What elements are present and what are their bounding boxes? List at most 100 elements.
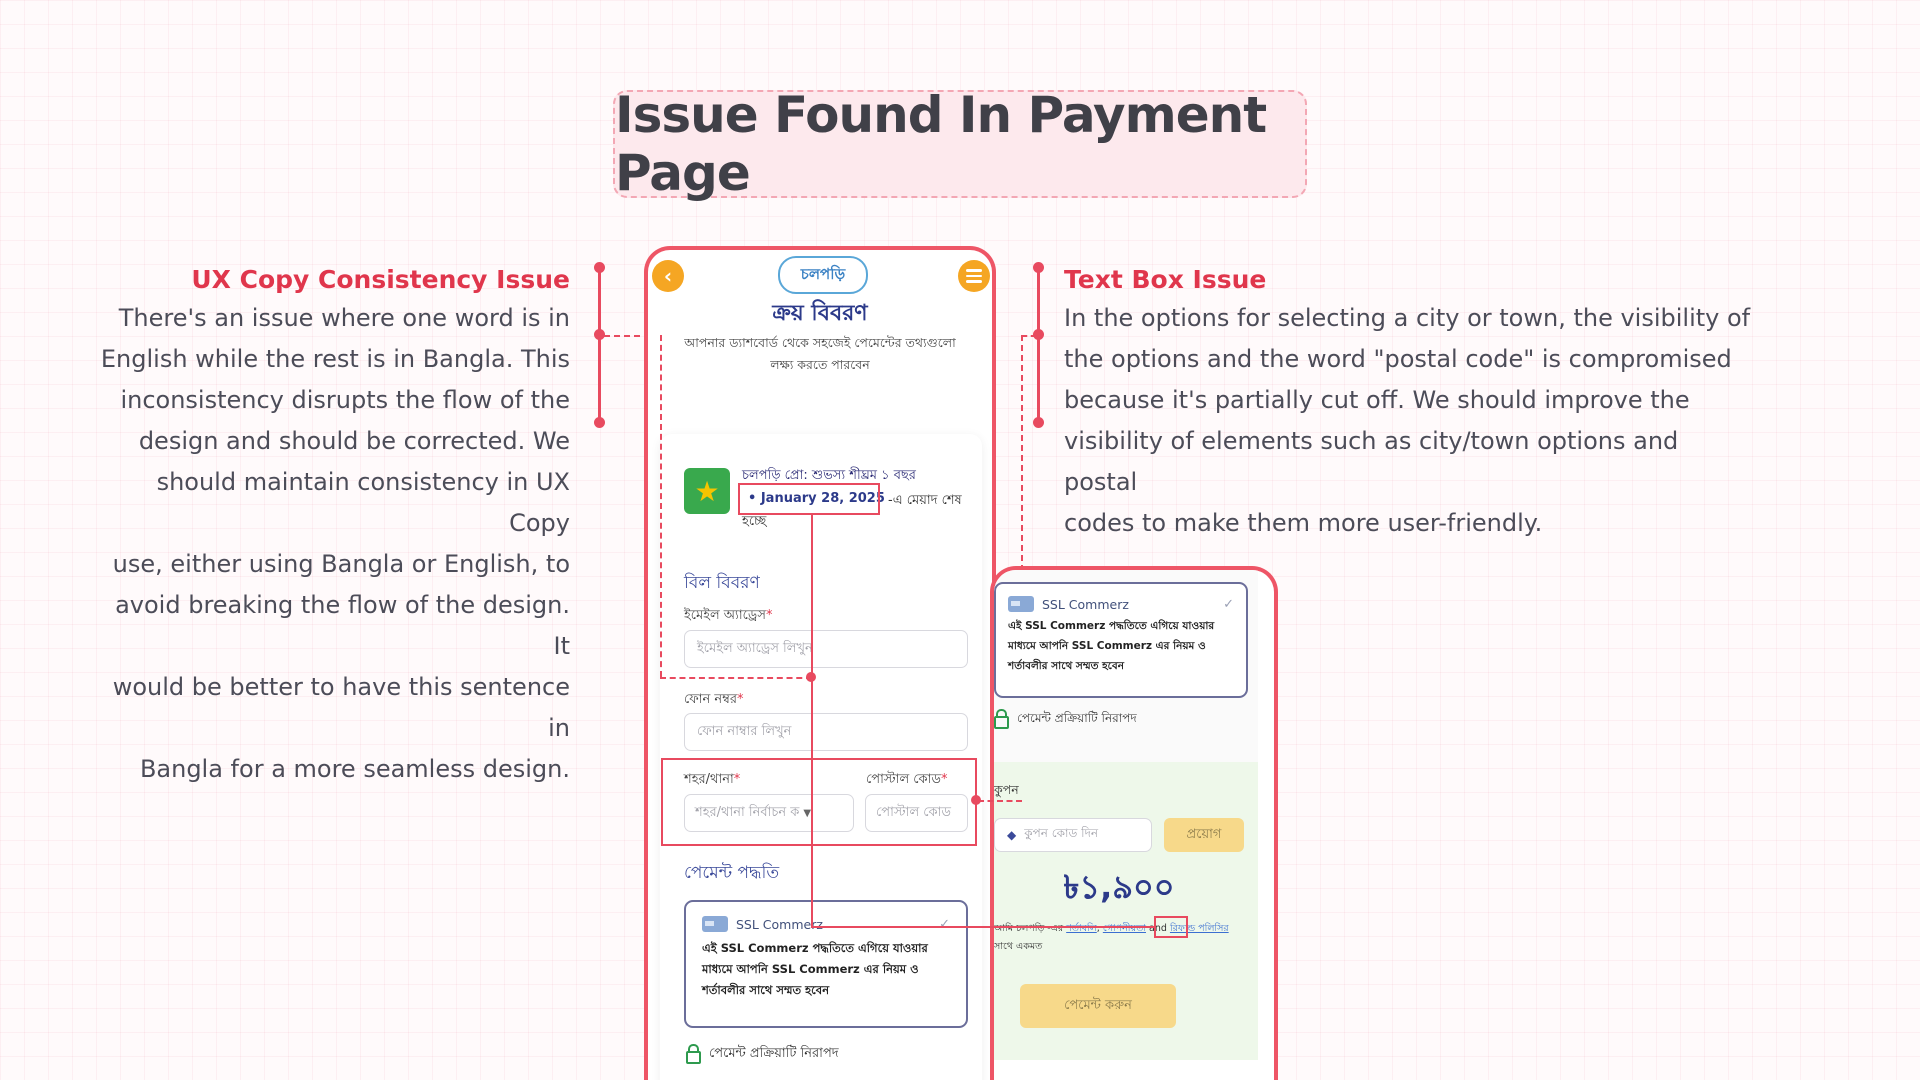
annotation-line: There's an issue where one word is in — [118, 304, 570, 332]
check-icon: ✓ — [1223, 596, 1234, 612]
ssl-option-description: এই SSL Commerz পদ্ধতিতে এগিয়ে যাওয়ার ম… — [702, 938, 950, 1001]
annotation-line: should maintain consistency in UX Copy — [156, 468, 570, 537]
terms-link[interactable]: শর্তাবলি — [1066, 923, 1097, 934]
expiry-suffix: -এ মেয়াদ শেষ — [888, 493, 962, 508]
brand-logo: চলপড়ি — [778, 256, 868, 294]
annotation-heading: UX Copy Consistency Issue — [191, 265, 570, 294]
coupon-label: কুপন — [994, 782, 1019, 797]
left-bracket-line — [598, 266, 601, 422]
terms-suffix: সাথে একমত — [994, 941, 1043, 952]
ssl-commerz-option[interactable]: SSL Commerz ✓ এই SSL Commerz পদ্ধতিতে এগ… — [994, 582, 1248, 698]
payment-section-title: পেমেন্ট পদ্ধতি — [684, 863, 780, 883]
subtitle-line: লক্ষ্য করতে পারবেন — [770, 357, 870, 372]
make-payment-button[interactable]: পেমেন্ট করুন — [1020, 984, 1176, 1028]
package-name: চলপড়ি প্রো: শুভস্য শীঘ্রম ১ বছর — [742, 468, 916, 483]
ssl-desc-line: এই SSL Commerz পদ্ধতিতে এগিয়ে যাওয়ার — [702, 941, 928, 955]
star-icon: ★ — [684, 468, 730, 514]
phone-screen-payment-summary: SSL Commerz ✓ এই SSL Commerz পদ্ধতিতে এগ… — [990, 566, 1278, 1080]
annotation-line: avoid breaking the flow of the design. I… — [115, 591, 570, 660]
and-word-highlight-box — [1154, 916, 1188, 938]
checkout-form-card: ★ চলপড়ি প্রো: শুভস্য শীঘ্রম ১ বছর • Jan… — [660, 434, 982, 1080]
date-highlight-box — [738, 483, 880, 515]
annotation-line: Bangla for a more seamless design. — [139, 755, 570, 783]
annotation-line: use, either using Bangla or English, to — [112, 550, 570, 578]
phone-placeholder: ফোন নাম্বার লিখুন — [697, 723, 792, 739]
city-label-text: শহর/থানা — [684, 772, 734, 787]
terms-prefix: আমি চলপড়ি -এর — [994, 923, 1064, 934]
coupon-placeholder: কুপন কোড দিন — [1024, 826, 1099, 840]
email-field[interactable]: ইমেইল অ্যাড্রেস লিখুন — [684, 630, 968, 668]
secure-payment-text: পেমেন্ট প্রক্রিয়াটি নিরাপদ — [1017, 711, 1137, 725]
annotation-line: visibility of elements such as city/town… — [1064, 427, 1679, 496]
annotation-ux-copy: UX Copy Consistency Issue There's an iss… — [96, 265, 570, 790]
annotation-heading: Text Box Issue — [1064, 265, 1267, 294]
card-icon — [702, 916, 728, 932]
chevron-down-icon: ▼ — [803, 807, 812, 819]
secure-payment-text: পেমেন্ট প্রক্রিয়াটি নিরাপদ — [709, 1046, 839, 1061]
required-asterisk: * — [737, 692, 744, 707]
ssl-desc-line: শর্তাবলীর সাথে সম্মত হবেন — [702, 983, 830, 997]
tag-icon: ◆ — [1007, 828, 1017, 842]
expiry-date: • January 28, 2025 — [748, 491, 885, 506]
right-bracket-dot-mid — [1033, 329, 1044, 340]
refund-policy-link[interactable]: রিফান্ড পলিসির — [1169, 923, 1229, 934]
phone-field[interactable]: ফোন নাম্বার লিখুন — [684, 713, 968, 751]
email-label: ইমেইল অ্যাড্রেস* — [684, 606, 772, 627]
annotation-line: codes to make them more user-friendly. — [1064, 509, 1543, 537]
annotation-body: In the options for selecting a city or t… — [1064, 298, 1754, 544]
right-bracket-dot-bottom — [1033, 417, 1044, 428]
title-banner: Issue Found In Payment Page — [613, 86, 1307, 202]
left-bracket-dot-bottom — [594, 417, 605, 428]
checkout-title: ক্রয় বিবরণ — [772, 301, 868, 326]
right-bracket-dot-top — [1033, 262, 1044, 273]
page-title: Issue Found In Payment Page — [615, 86, 1267, 202]
annotation-line: design and should be corrected. We — [138, 427, 570, 455]
ssl-desc-line: মাধ্যমে আপনি SSL Commerz এর নিয়ম ও — [1008, 640, 1206, 652]
expiry-date-text: January 28, 2025 — [760, 491, 885, 506]
left-connector-dash — [604, 335, 660, 337]
back-arrow-icon[interactable]: ‹ — [652, 260, 684, 292]
required-asterisk: * — [940, 772, 948, 787]
email-label-text: ইমেইল অ্যাড্রেস — [684, 608, 766, 623]
ssl-option-header: SSL Commerz ✓ — [702, 916, 950, 932]
menu-icon[interactable] — [958, 260, 990, 292]
annotation-line: inconsistency disrupts the flow of the — [120, 386, 570, 414]
postal-code-input[interactable]: পোস্টাল কোড — [865, 794, 968, 832]
ssl-option-name: SSL Commerz — [736, 916, 823, 932]
brand-logo-text: চলপড়ি — [800, 264, 846, 283]
annotation-line: English while the rest is in Bangla. Thi… — [100, 345, 570, 373]
connector-line-vertical — [811, 515, 813, 927]
annotation-line: would be better to have this sentence in — [112, 673, 570, 742]
required-asterisk: * — [733, 772, 741, 787]
postal-placeholder: পোস্টাল কোড — [876, 804, 951, 820]
annotation-text-box: Text Box Issue In the options for select… — [1064, 265, 1754, 544]
highlight-dash-bottom — [660, 677, 812, 679]
city-select-value: শহর/থানা নির্বাচন ক — [695, 804, 800, 820]
secure-payment-note: পেমেন্ট প্রক্রিয়াটি নিরাপদ — [686, 1043, 839, 1065]
ssl-desc-line: এই SSL Commerz পদ্ধতিতে এগিয়ে যাওয়ার — [1008, 620, 1215, 632]
check-icon: ✓ — [939, 916, 950, 932]
highlight-box-connector-dash — [978, 800, 1022, 802]
ssl-desc-line: মাধ্যমে আপনি SSL Commerz এর নিয়ম ও — [702, 962, 919, 976]
lock-icon — [994, 709, 1009, 729]
right-bracket-line — [1037, 266, 1040, 422]
left-bracket-dot-top — [594, 262, 605, 273]
apply-coupon-button[interactable]: প্রয়োগ — [1164, 818, 1244, 852]
coupon-input[interactable]: ◆ কুপন কোড দিন — [994, 818, 1152, 852]
phone-label-text: ফোন নম্বর — [684, 692, 738, 707]
privacy-link[interactable]: গোপনীয়তা — [1102, 923, 1146, 934]
city-label: শহর/থানা* — [684, 770, 740, 791]
postal-label-text: পোস্টাল কোড — [866, 772, 941, 787]
connector-dot — [806, 672, 816, 682]
total-price: ৳১,৯০০ — [1063, 868, 1175, 906]
city-select[interactable]: শহর/থানা নির্বাচন ক▼ — [684, 794, 854, 832]
terms-separator: , — [1096, 923, 1100, 934]
ssl-option-name: SSL Commerz — [1042, 596, 1129, 612]
card-icon — [1008, 596, 1034, 612]
lock-icon — [686, 1043, 701, 1064]
required-asterisk: * — [765, 608, 773, 623]
connector-line-horizontal — [811, 926, 1155, 928]
ssl-commerz-option[interactable]: SSL Commerz ✓ এই SSL Commerz পদ্ধতিতে এগ… — [684, 900, 968, 1028]
terms-text: আমি চলপড়ি -এর শর্তাবলি, গোপনীয়তা and র… — [994, 920, 1254, 956]
phone-screen-checkout: ‹ চলপড়ি ক্রয় বিবরণ আপনার ড্যাশবোর্ড থে… — [644, 246, 996, 1080]
